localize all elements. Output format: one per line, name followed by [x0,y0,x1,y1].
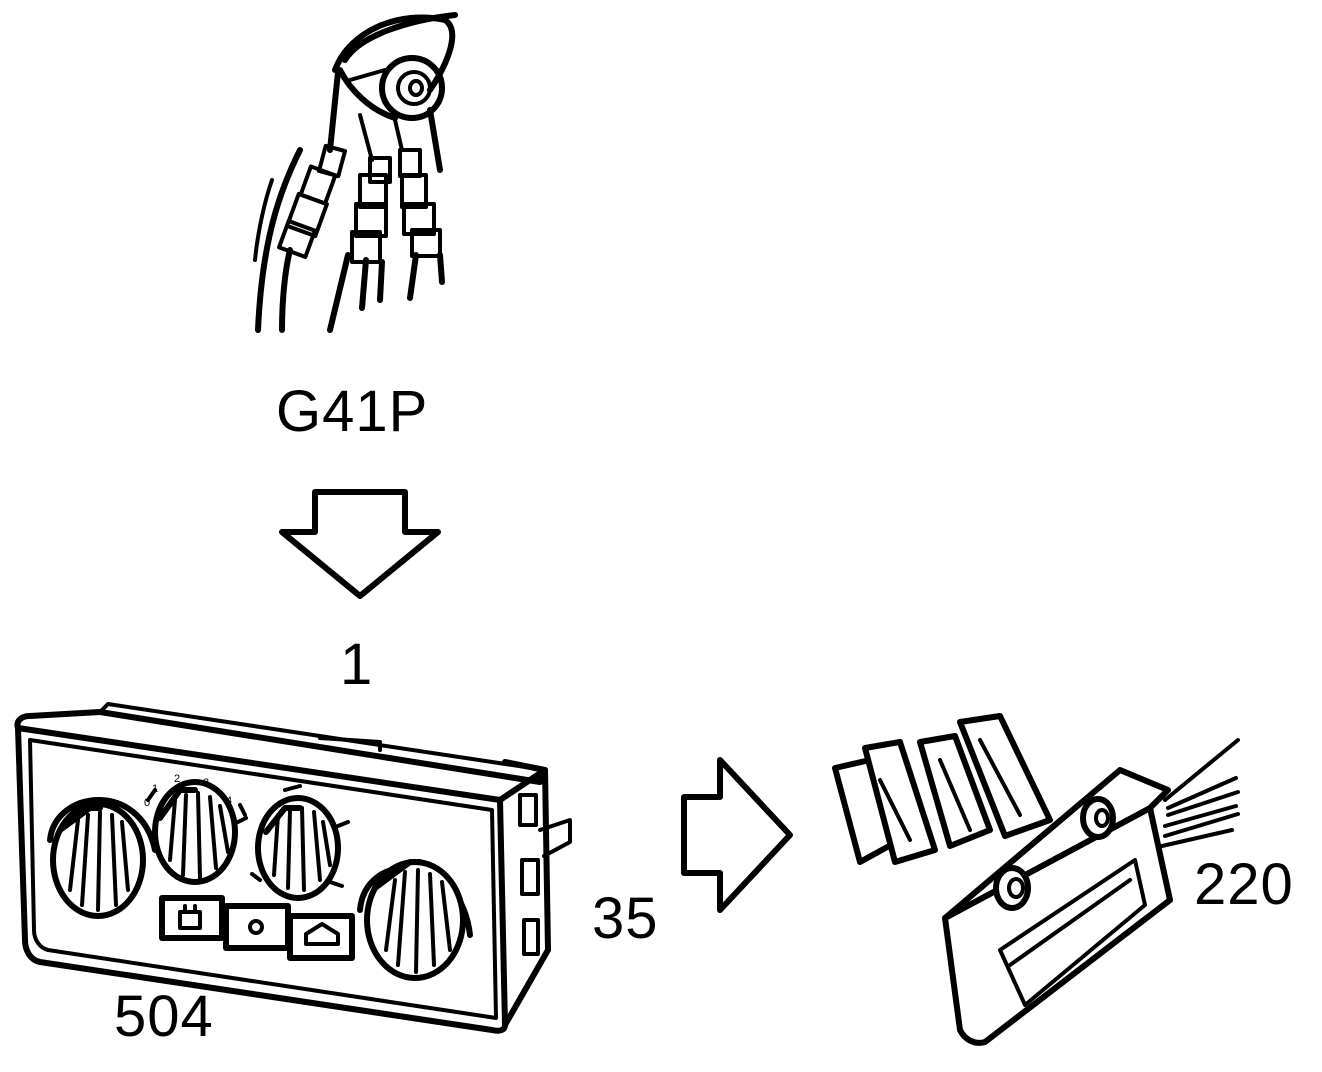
fan-mark-4: 4 [226,795,232,807]
fan-mark-1: 1 [152,783,158,795]
control-panel-label: 504 [114,984,214,1049]
air-distribution-knob [236,784,350,901]
fan-mark-2: 2 [174,773,180,785]
connector-count-label: 35 [592,886,659,951]
blower-resistor-module-illustration [832,713,1240,1046]
fan-mark-3: 3 [203,777,209,789]
connector-label: G41P [276,379,429,444]
temperature-knob [47,797,158,919]
recirculation-knob [357,859,473,981]
module-label: 220 [1194,852,1294,917]
step-label: 1 [340,632,374,697]
fan-mark-0: 0 [144,797,150,809]
right-arrow-icon [681,757,793,913]
climate-control-panel-illustration: 1 2 3 4 0 [14,702,572,1034]
rear-defrost-button [159,895,225,941]
fan-speed-knob [146,779,247,885]
ac-button [223,903,291,951]
down-arrow-icon [279,489,441,599]
wiring-harness-illustration [253,12,458,333]
